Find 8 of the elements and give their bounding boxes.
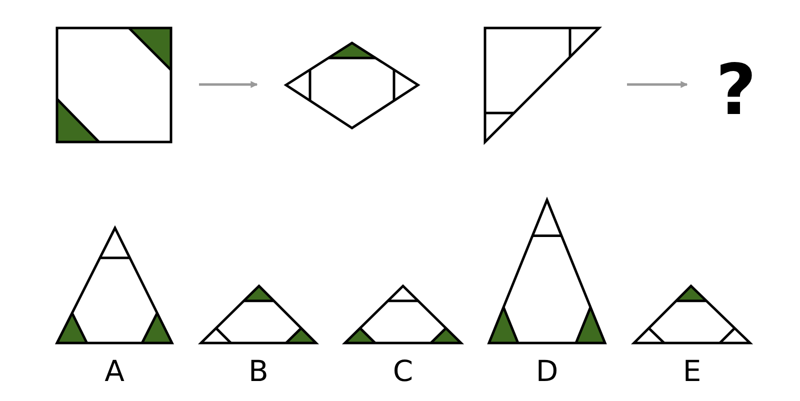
option-letter: D (534, 357, 560, 386)
option-letter: B (248, 357, 270, 386)
option-letter: C (392, 357, 414, 386)
option-letter: E (682, 357, 702, 386)
arrow (627, 81, 688, 88)
question-mark: ? (716, 55, 756, 125)
arrow (199, 81, 258, 88)
option-letter: A (104, 357, 126, 386)
